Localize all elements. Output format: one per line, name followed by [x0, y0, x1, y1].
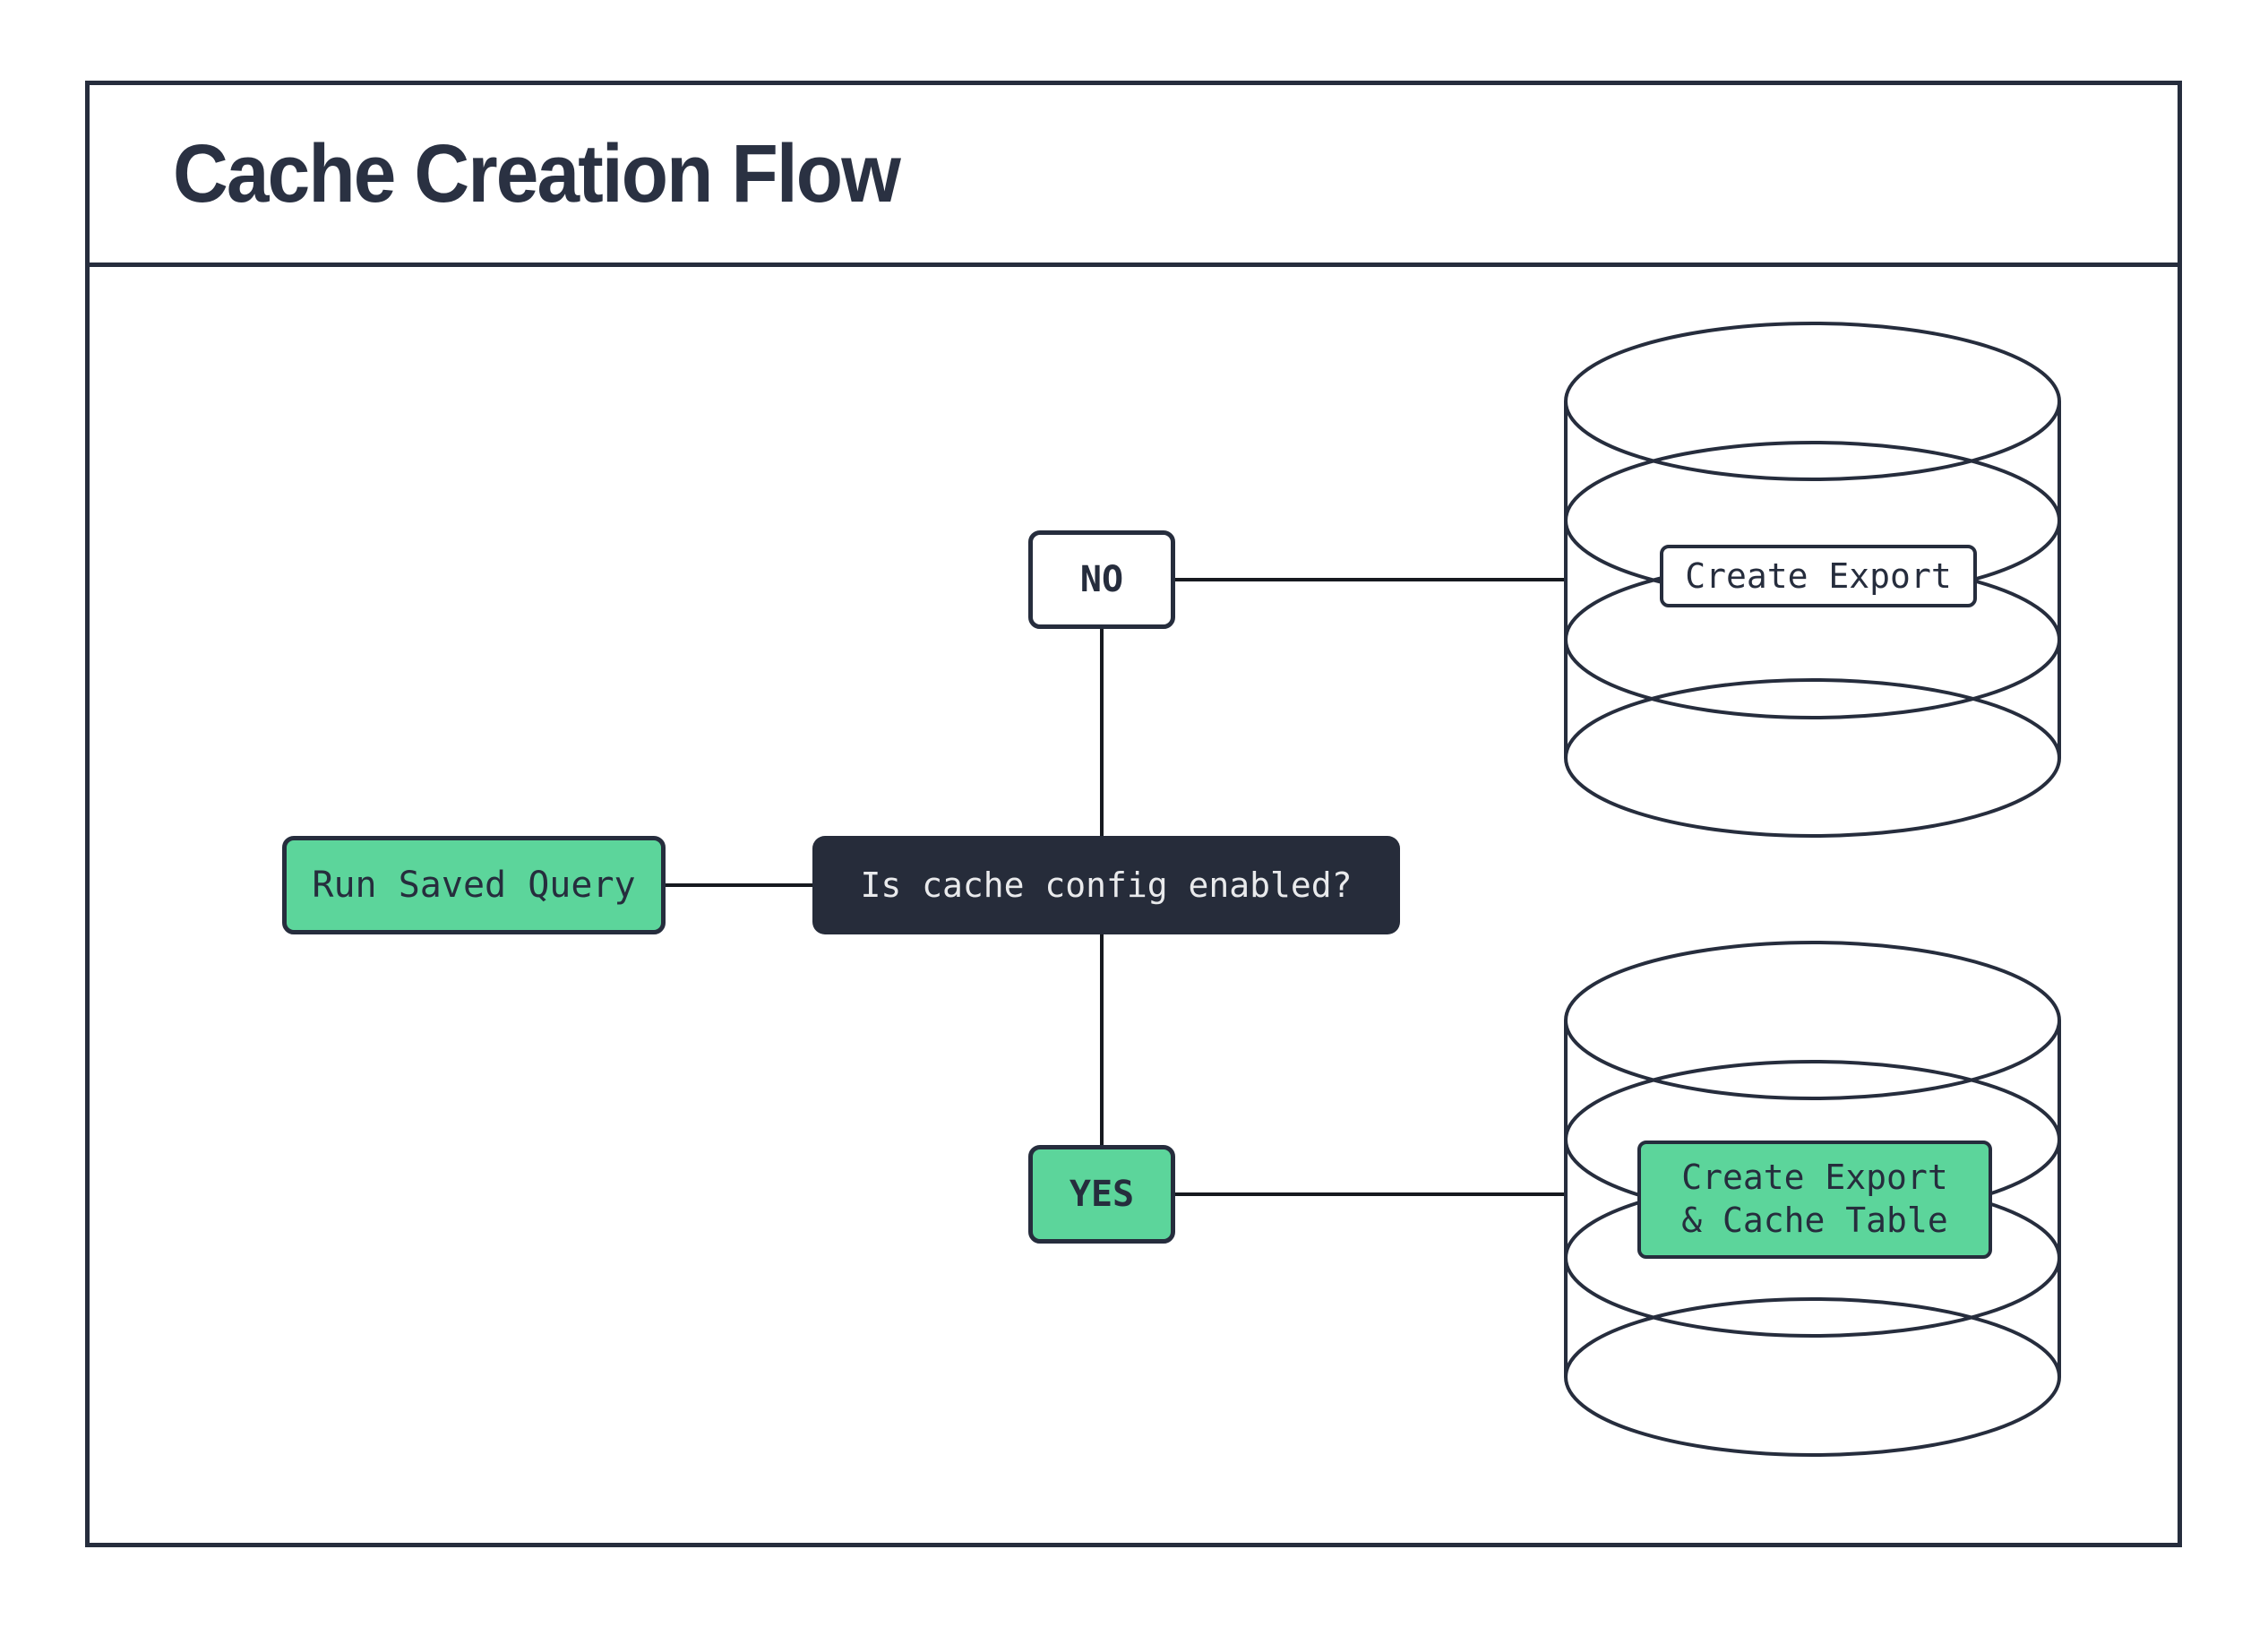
page-title: Cache Creation Flow [173, 127, 901, 220]
node-branch-no: NO [1028, 530, 1175, 629]
node-create-export-cache-table-line2: & Cache Table [1681, 1201, 1948, 1240]
node-create-export-cache-table-line1: Create Export [1681, 1158, 1948, 1198]
title-bar: Cache Creation Flow [90, 85, 2178, 267]
node-create-export: Create Export [1660, 545, 1977, 607]
diagram-frame: Cache Creation Flow [85, 81, 2182, 1547]
node-decision-cache-config: Is cache config enabled? [812, 836, 1400, 934]
node-branch-yes: YES [1028, 1145, 1175, 1244]
node-run-saved-query: Run Saved Query [282, 836, 666, 934]
node-create-export-cache-table: Create Export & Cache Table [1637, 1141, 1992, 1259]
